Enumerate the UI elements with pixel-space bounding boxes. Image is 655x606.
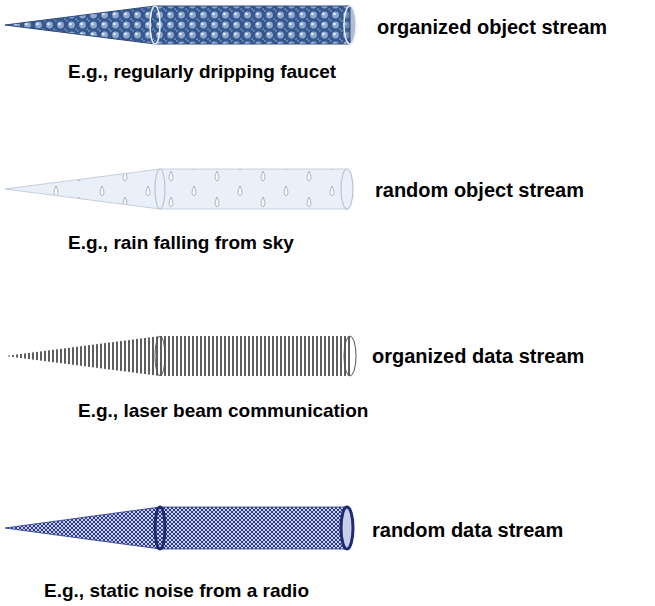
example-caption: E.g., static noise from a radio [44, 581, 309, 602]
stream-label: random data stream [372, 519, 563, 541]
stream-label: organized object stream [377, 16, 607, 38]
example-caption: E.g., laser beam communication [78, 401, 368, 422]
stream-label: organized data stream [372, 345, 584, 367]
organized-data-cone [5, 336, 356, 376]
stream-label: random object stream [375, 179, 584, 201]
organized-object-cone [5, 6, 356, 44]
example-caption: E.g., regularly dripping faucet [68, 62, 336, 83]
example-caption: E.g., rain falling from sky [68, 233, 294, 254]
random-object-cone [5, 169, 353, 209]
random-data-cone [5, 507, 353, 549]
